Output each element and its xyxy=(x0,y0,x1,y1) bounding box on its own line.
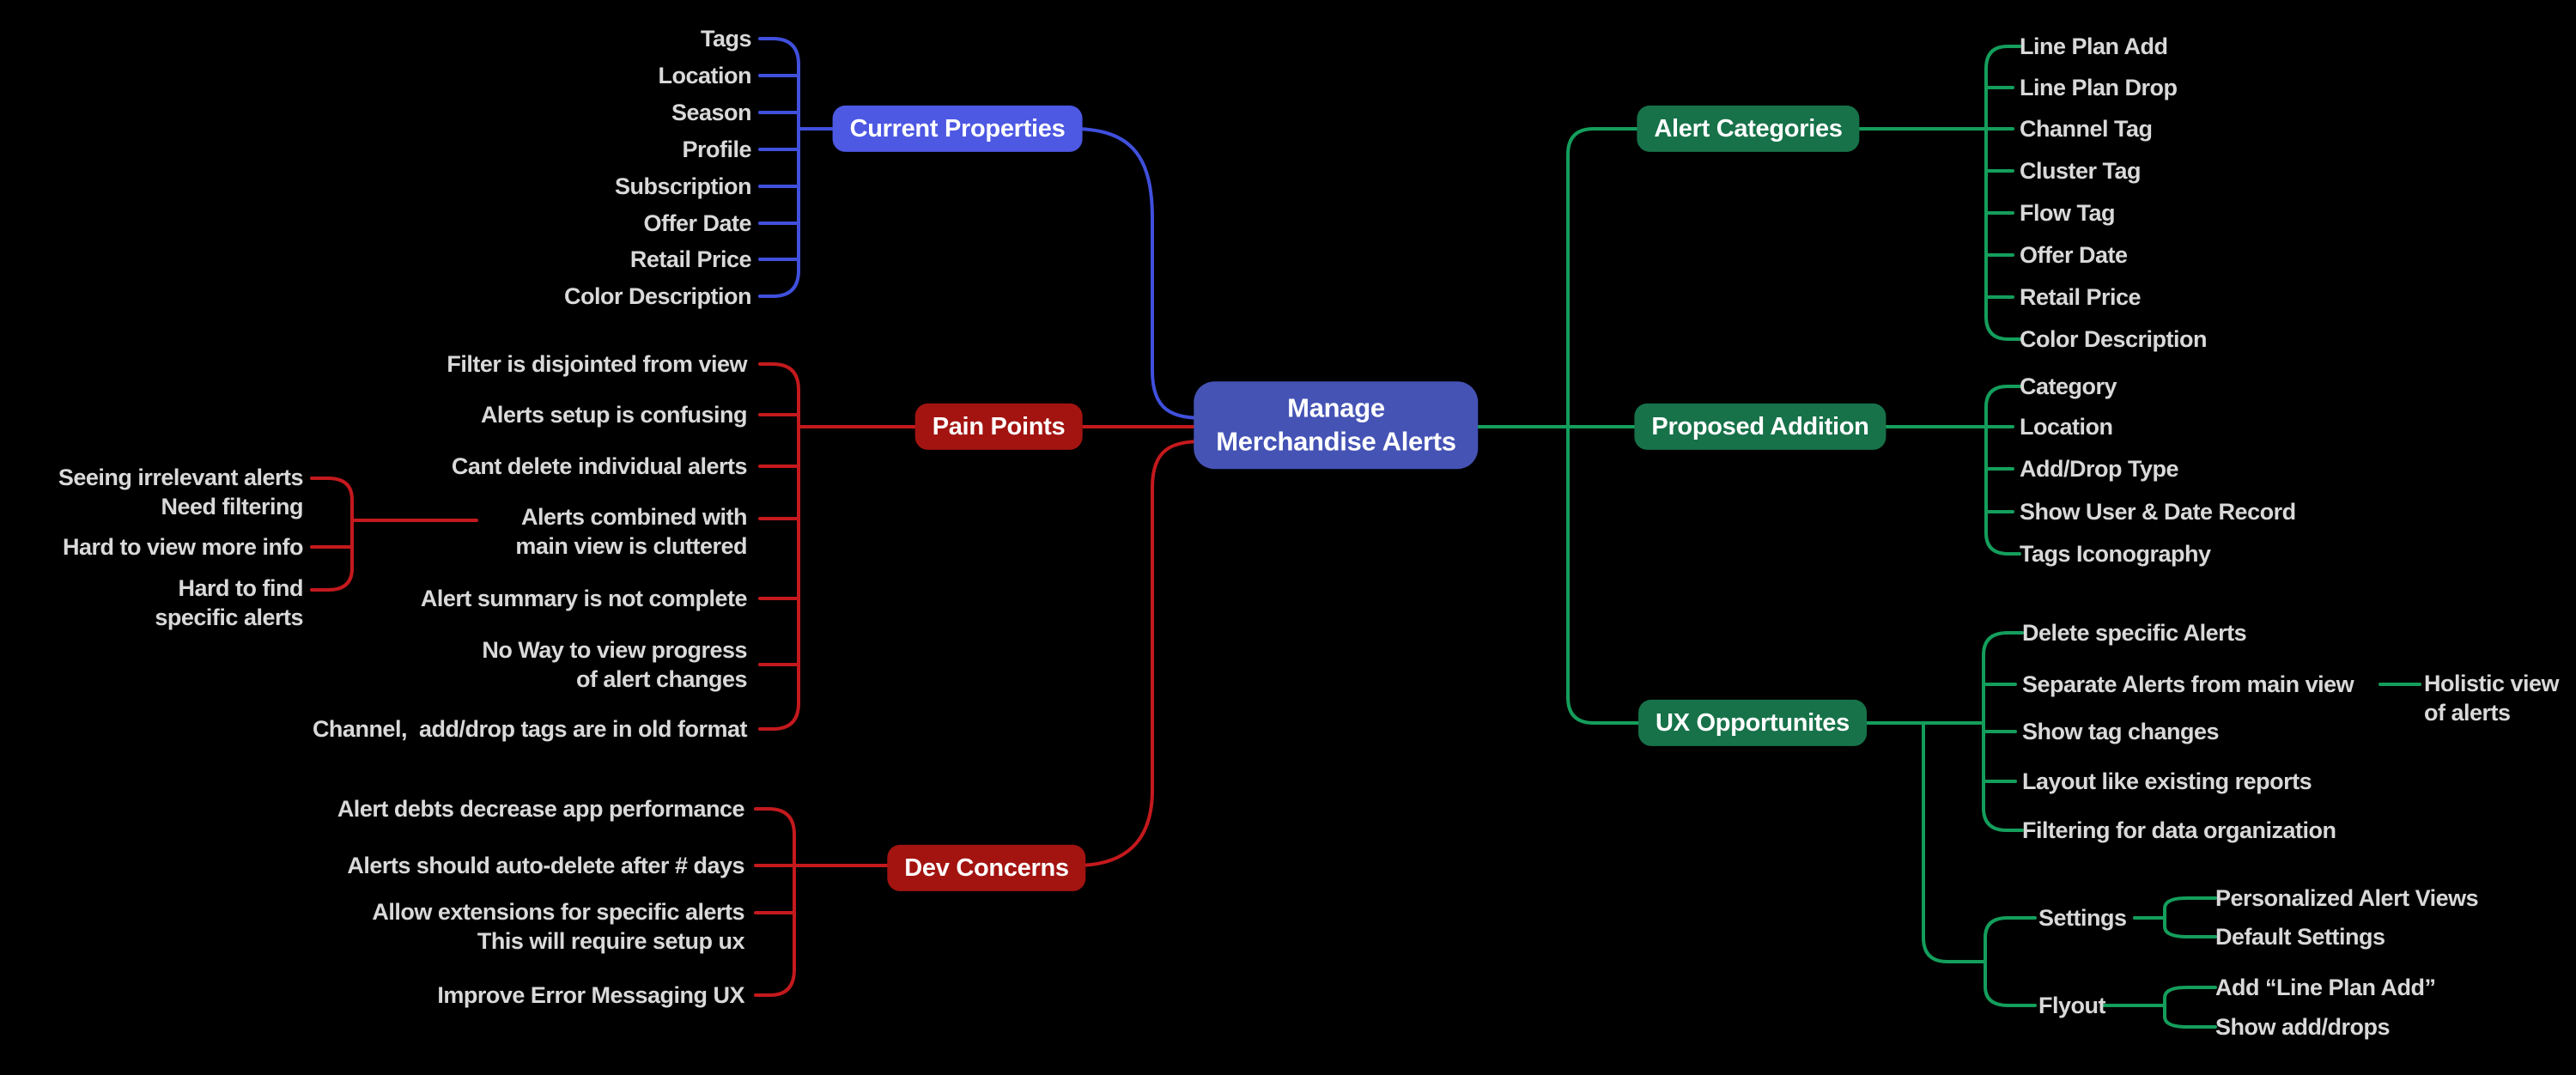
alert-categories-child-6[interactable]: Retail Price xyxy=(2020,284,2142,310)
pain-points-child-6[interactable]: Channel, add/drop tags are in old format xyxy=(312,716,748,742)
current-properties-child-1[interactable]: Location xyxy=(658,63,752,88)
node-pain-points[interactable]: Pain Points xyxy=(914,403,1083,451)
pain-points-connectors xyxy=(310,362,1206,731)
ux-opportunites-child-0[interactable]: Delete specific Alerts xyxy=(2022,620,2247,646)
pain-points-child-2[interactable]: Cant delete individual alerts xyxy=(451,453,748,479)
pain-points-child-3[interactable]: Alerts combined with main view is clutte… xyxy=(515,504,747,559)
node-current-properties[interactable]: Current Properties xyxy=(832,105,1083,153)
cluttered-subpoint-2[interactable]: Hard to find specific alerts xyxy=(155,575,303,630)
alert-categories-child-7[interactable]: Color Description xyxy=(2020,326,2208,352)
dev-concerns-to-central xyxy=(1074,440,1206,867)
pain-points-child-1[interactable]: Alerts setup is confusing xyxy=(480,402,748,428)
node-proposed-addition[interactable]: Proposed Addition xyxy=(1634,403,1886,451)
proposed-addition-ticks xyxy=(1984,425,2014,513)
pain-points-spine xyxy=(758,362,800,731)
alert-categories-child-2[interactable]: Channel Tag xyxy=(2020,116,2153,142)
current-properties-ticks xyxy=(758,74,800,261)
current-properties-child-5[interactable]: Offer Date xyxy=(643,210,751,236)
node-central[interactable]: Manage Merchandise Alerts xyxy=(1194,381,1479,469)
current-properties-connectors xyxy=(758,37,1206,420)
pain-points-child-4[interactable]: Alert summary is not complete xyxy=(420,586,748,611)
proposed-addition-child-4[interactable]: Tags Iconography xyxy=(2020,541,2211,567)
ux-opportunites-child-3[interactable]: Layout like existing reports xyxy=(2022,768,2312,794)
ux-lower-descender xyxy=(1922,721,1987,963)
alert-categories-child-3[interactable]: Cluster Tag xyxy=(2020,158,2142,184)
ux-opportunites-child-1[interactable]: Separate Alerts from main view xyxy=(2022,671,2354,697)
pain-points-child-0[interactable]: Filter is disjointed from view xyxy=(447,351,747,377)
dev-concerns-connectors xyxy=(754,440,1206,997)
node-ux-opportunites[interactable]: UX Opportunites xyxy=(1638,699,1867,747)
flyout-child-1[interactable]: Show add/drops xyxy=(2215,1014,2391,1040)
alert-categories-child-5[interactable]: Offer Date xyxy=(2020,242,2128,268)
green-trunk-vertical xyxy=(1566,127,1649,725)
dev-concerns-child-2[interactable]: Allow extensions for specific alerts Thi… xyxy=(372,899,744,954)
proposed-addition-child-2[interactable]: Add/Drop Type xyxy=(2020,456,2179,482)
current-properties-child-3[interactable]: Profile xyxy=(682,137,751,162)
cluttered-subpoint-1[interactable]: Hard to view more info xyxy=(62,534,304,560)
pain-points-ticks xyxy=(758,413,800,666)
holistic-view-label[interactable]: Holistic view of alerts xyxy=(2424,671,2560,726)
proposed-addition-child-3[interactable]: Show User & Date Record xyxy=(2020,499,2296,525)
proposed-addition-child-0[interactable]: Category xyxy=(2020,374,2117,399)
current-properties-to-central xyxy=(1072,127,1206,420)
current-properties-child-4[interactable]: Subscription xyxy=(614,173,752,199)
node-alert-categories[interactable]: Alert Categories xyxy=(1637,105,1860,153)
cluttered-sub-bracket xyxy=(310,477,354,592)
right-side-connectors xyxy=(1467,45,2421,1029)
dev-concerns-spine xyxy=(754,807,796,997)
settings-flyout-bracket xyxy=(1984,916,2037,1007)
flyout-label[interactable]: Flyout xyxy=(2038,993,2106,1018)
proposed-addition-child-1[interactable]: Location xyxy=(2020,414,2113,440)
flyout-bracket xyxy=(2163,986,2217,1029)
settings-child-0[interactable]: Personalized Alert Views xyxy=(2215,885,2479,911)
alert-categories-child-0[interactable]: Line Plan Add xyxy=(2020,33,2168,59)
ux-opportunites-child-4[interactable]: Filtering for data organization xyxy=(2022,817,2336,843)
flyout-child-0[interactable]: Add “Line Plan Add” xyxy=(2215,975,2436,1000)
settings-bracket xyxy=(2163,896,2217,938)
alert-categories-child-4[interactable]: Flow Tag xyxy=(2020,200,2116,226)
current-properties-child-6[interactable]: Retail Price xyxy=(629,246,752,272)
ux-opportunites-ticks xyxy=(1982,683,2017,783)
current-properties-spine xyxy=(758,37,800,298)
pain-points-child-5[interactable]: No Way to view progress of alert changes xyxy=(482,637,747,692)
settings-child-1[interactable]: Default Settings xyxy=(2215,924,2385,950)
dev-concerns-child-3[interactable]: Improve Error Messaging UX xyxy=(437,982,744,1008)
dev-concerns-ticks xyxy=(754,864,796,914)
dev-concerns-child-0[interactable]: Alert debts decrease app performance xyxy=(337,796,745,822)
node-dev-concerns[interactable]: Dev Concerns xyxy=(887,844,1086,892)
current-properties-child-2[interactable]: Season xyxy=(671,100,752,125)
settings-label[interactable]: Settings xyxy=(2038,905,2127,931)
current-properties-child-0[interactable]: Tags xyxy=(700,26,752,52)
alert-categories-ticks xyxy=(1984,86,2014,299)
ux-opportunites-child-2[interactable]: Show tag changes xyxy=(2022,719,2220,744)
alert-categories-child-1[interactable]: Line Plan Drop xyxy=(2020,75,2178,100)
alert-categories-spine xyxy=(1984,45,2021,341)
cluttered-subpoint-0[interactable]: Seeing irrelevant alerts Need filtering xyxy=(58,465,304,519)
current-properties-child-7[interactable]: Color Description xyxy=(563,283,752,309)
dev-concerns-child-1[interactable]: Alerts should auto-delete after # days xyxy=(347,853,744,878)
